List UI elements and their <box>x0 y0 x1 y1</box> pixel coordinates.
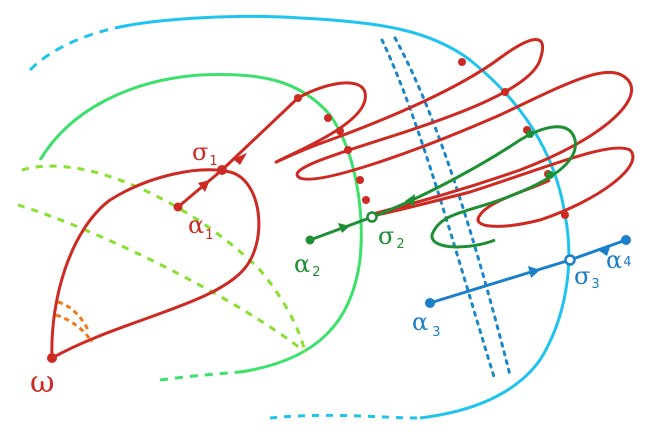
omega-point <box>47 353 57 363</box>
alpha4-label: α4 <box>606 246 632 274</box>
red-arrow-alpha1 <box>198 180 210 192</box>
blue-arrow-alpha4 <box>598 247 610 256</box>
red-point <box>458 58 466 66</box>
red-point <box>561 211 569 219</box>
sigma2-point <box>366 211 378 223</box>
red-point <box>324 114 332 122</box>
red-point <box>294 94 302 102</box>
sigma3-label: σ3 <box>574 262 600 292</box>
dark-green-point <box>546 171 554 179</box>
red-point <box>501 88 509 96</box>
cyan-curve <box>114 14 571 420</box>
blue-line-alpha3-alpha4 <box>429 238 627 305</box>
red-loop <box>50 168 261 361</box>
alpha4-point <box>621 235 631 245</box>
cyan-dashed-left <box>28 26 116 72</box>
dark-green-point <box>526 130 534 138</box>
sigma1-point <box>217 165 227 175</box>
sigma1-label: σ1 <box>192 138 218 169</box>
light-green-dashed-tail <box>159 370 241 382</box>
red-arrow-sigma1 <box>233 153 247 165</box>
red-line-alpha1-sigma1 <box>177 168 223 209</box>
blue-arrow-alpha3 <box>528 266 540 278</box>
dark-green-arrow-sigma2 <box>405 194 415 206</box>
red-folded-curve <box>274 38 635 228</box>
sigma3-point <box>564 254 576 266</box>
red-point <box>344 146 352 154</box>
red-point <box>336 127 344 135</box>
alpha2-point <box>305 235 315 245</box>
orange-dashed-arc-2 <box>55 313 94 343</box>
red-point <box>356 176 364 184</box>
orange-dashed-arc-1 <box>57 300 90 331</box>
red-point <box>362 196 370 204</box>
alpha3-point <box>425 298 435 308</box>
dark-green-arrow-alpha2 <box>338 223 350 233</box>
lime-dashed-arc-upper <box>21 164 307 353</box>
dark-green-curve <box>309 125 577 249</box>
red-line-sigma1-up <box>220 96 300 172</box>
blue-dotted-line-1 <box>380 38 497 382</box>
cyan-dashed-bottom <box>269 413 421 420</box>
alpha1-label: α1 <box>188 211 214 243</box>
alpha1-point <box>173 202 183 212</box>
omega-label: ω <box>30 365 54 400</box>
